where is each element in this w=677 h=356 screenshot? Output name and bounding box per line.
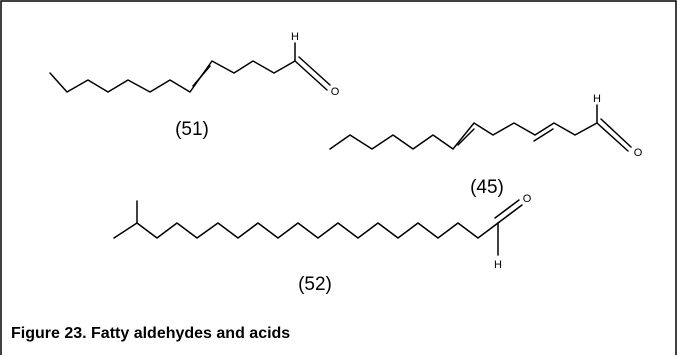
molecule-52-carbonyl-bond — [497, 204, 523, 224]
compound-label-51: (51) — [175, 119, 209, 140]
molecule-51-carbonyl-bond — [294, 60, 328, 91]
molecule-51-hydrogen: H — [291, 31, 299, 43]
compound-label-52: (52) — [298, 274, 332, 295]
molecule-45-carbonyl-bond-2 — [600, 118, 632, 148]
molecule-51-skeleton — [49, 60, 296, 93]
molecule-45-carbonyl-bond — [596, 122, 629, 152]
molecule-45-double-bond-1 — [457, 128, 475, 146]
molecule-45-oxygen: O — [634, 147, 643, 159]
molecule-52: O H — [113, 193, 532, 271]
molecule-52-hydrogen: H — [494, 259, 502, 271]
molecule-51-carbonyl-bond-2 — [298, 56, 331, 86]
molecule-45-hydrogen: H — [593, 93, 601, 105]
compound-label-45: (45) — [470, 177, 504, 198]
molecule-51: H O — [49, 31, 340, 98]
molecule-45-skeleton — [329, 122, 598, 150]
molecule-45-double-bond-2 — [533, 128, 554, 142]
molecule-45: H O — [329, 93, 643, 159]
molecule-52-skeleton — [113, 222, 499, 239]
molecule-51-double-bond — [192, 65, 211, 87]
molecule-52-carbonyl-bond-2 — [494, 199, 520, 219]
figure-caption: Figure 23. Fatty aldehydes and acids — [11, 325, 290, 342]
molecule-51-oxygen: O — [331, 86, 340, 98]
molecule-52-oxygen: O — [523, 193, 532, 205]
